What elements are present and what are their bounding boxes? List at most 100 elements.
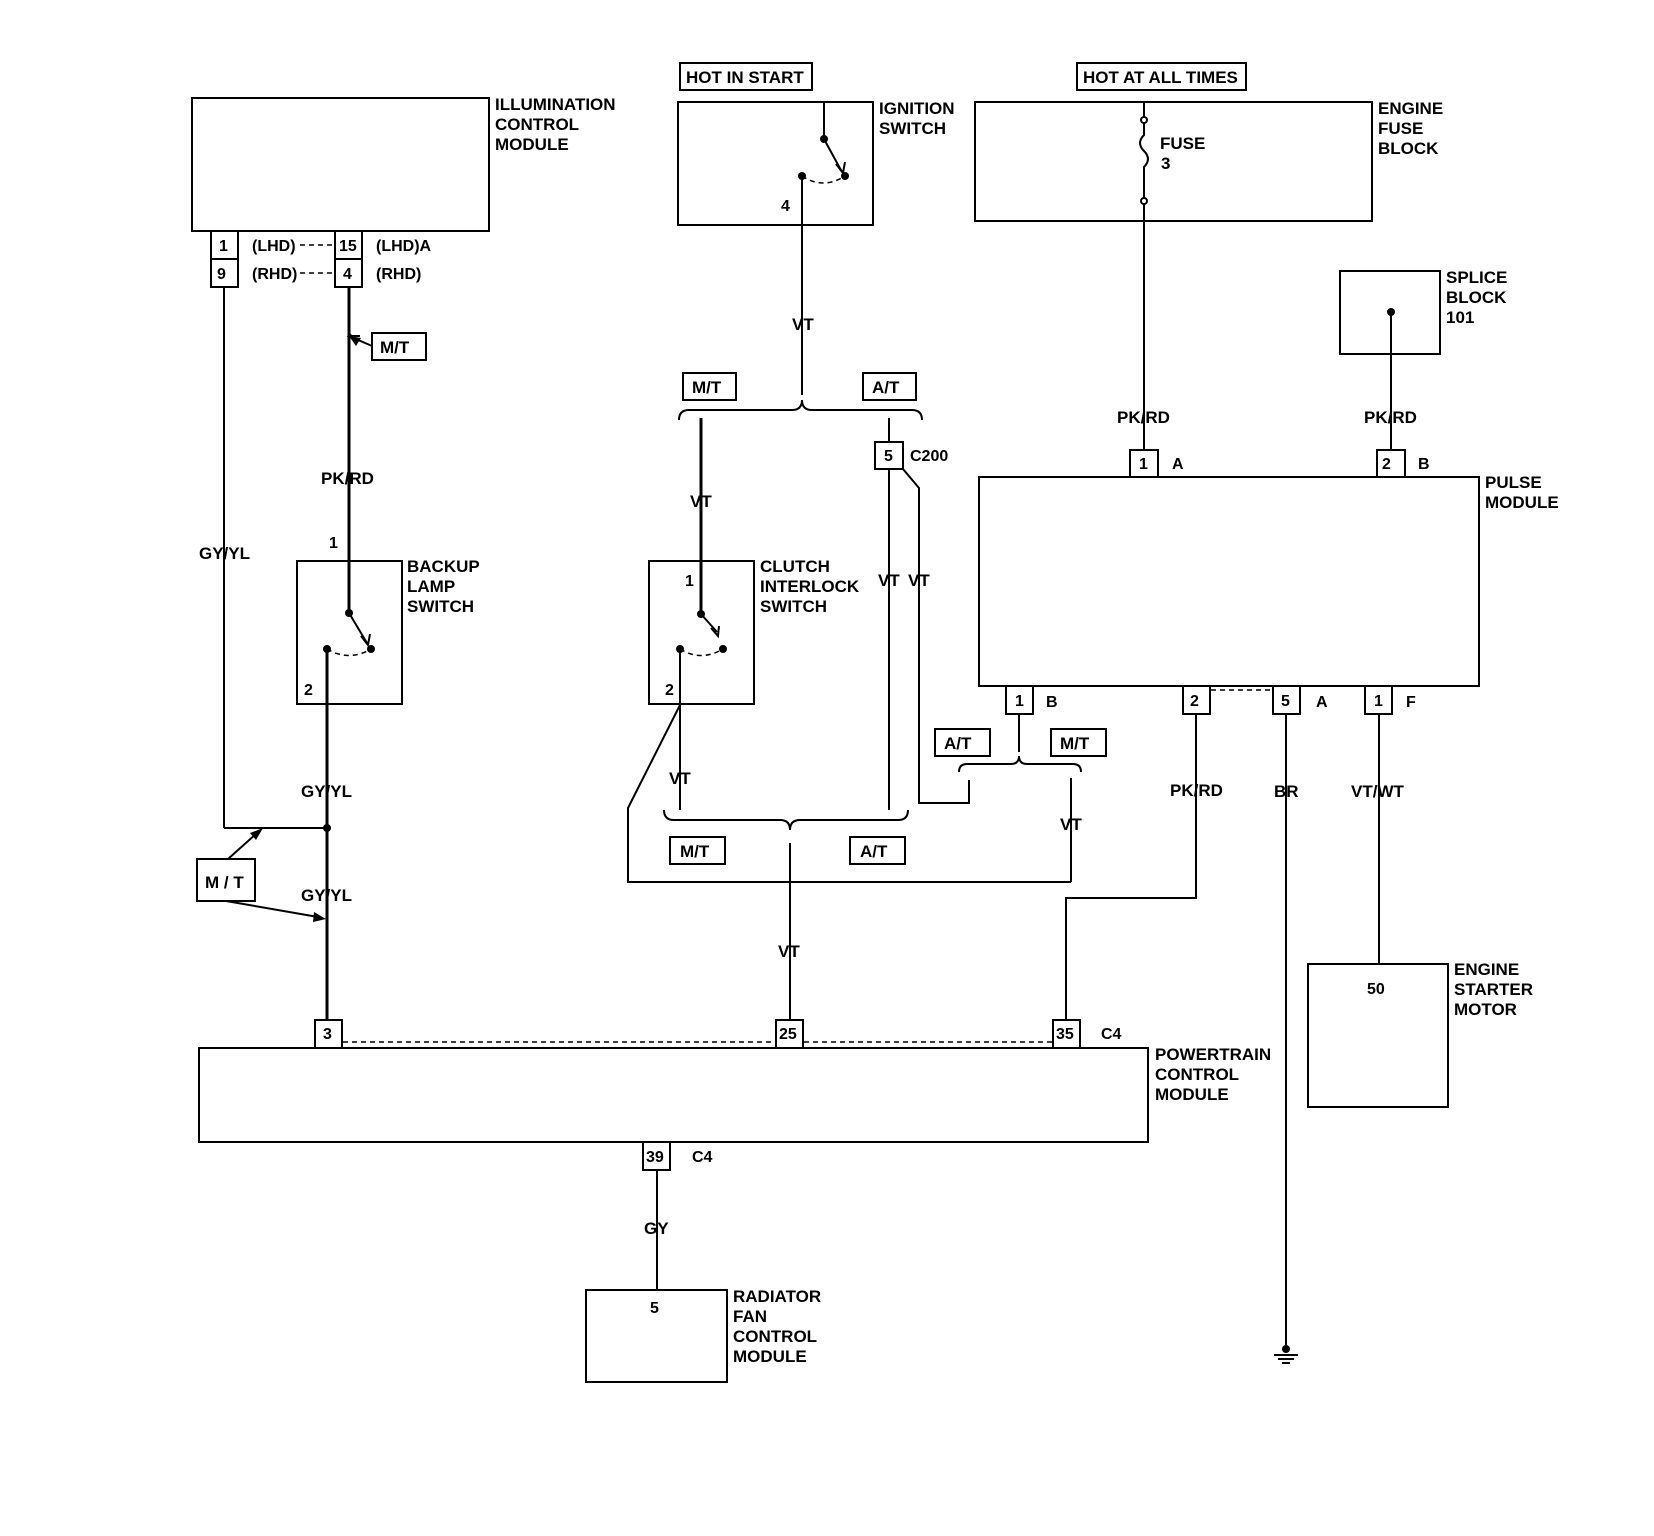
fuse-3-label: FUSE 3	[1160, 134, 1210, 173]
pulse-pin-1f	[1364, 685, 1393, 715]
wire-vt-ignition: VT	[792, 315, 814, 334]
clutch-pin-2-label: 2	[665, 682, 674, 699]
clutch-pin-1-label: 1	[685, 573, 694, 590]
option-at-bottom: A/T	[860, 842, 888, 861]
pcm-pin-35	[1052, 1019, 1081, 1049]
wire-gy-yl-backup: GY/YL	[301, 782, 352, 801]
icm-pin-9-label: 9	[217, 266, 226, 283]
wire-gy-yl-icm: GY/YL	[199, 544, 250, 563]
illumination-control-module-label: ILLUMINATION CONTROL MODULE	[495, 95, 620, 154]
wire-vt-pcm: VT	[778, 942, 800, 961]
option-mt-bottom: M/T	[680, 842, 710, 861]
icm-rhd-label: (RHD)	[252, 266, 297, 283]
pulse-pin-1f-label: 1	[1374, 693, 1383, 710]
pulse-pin-2	[1182, 685, 1211, 715]
icm-pin-1-label: 1	[219, 238, 228, 255]
ground-icon	[1274, 1354, 1298, 1364]
option-mt-icm: M/T	[380, 338, 410, 357]
wire-gy-radiator: GY	[644, 1219, 669, 1238]
powertrain-control-module-box	[198, 1047, 1149, 1143]
hot-in-start-label: HOT IN START	[686, 68, 804, 87]
engine-fuse-block-box	[974, 101, 1373, 222]
wire-pk-rd-splice: PK/RD	[1364, 408, 1417, 427]
pulse-pin-5a-label: 5	[1281, 693, 1290, 710]
option-mt-pulse-box	[1050, 728, 1107, 757]
wire-pk-rd-pulse: PK/RD	[1170, 781, 1223, 800]
ignition-switch-box	[677, 101, 874, 226]
pulse-module-box	[978, 476, 1480, 687]
c200-label: C200	[910, 448, 948, 465]
option-mt-bottom-box	[669, 836, 726, 865]
pcm-pin-25-label: 25	[779, 1026, 797, 1043]
option-mt-left-box	[196, 858, 256, 902]
radiator-pin-5-label: 5	[650, 1300, 659, 1317]
hot-at-all-times-box	[1076, 62, 1247, 91]
pcm-pin-3-label: 3	[323, 1026, 332, 1043]
pulse-pin-2b-label: 2	[1382, 456, 1391, 473]
wire-vt-at-1: VT	[878, 571, 900, 590]
option-mt-icm-box	[371, 332, 427, 361]
ignition-switch-label: IGNITION SWITCH	[879, 99, 959, 138]
radiator-fan-control-module-box	[585, 1289, 728, 1383]
icm-rhd-label-right: (RHD)	[376, 266, 421, 283]
powertrain-control-module-label: POWERTRAIN CONTROL MODULE	[1155, 1045, 1276, 1104]
pcm-pin-39	[642, 1141, 671, 1171]
pcm-pin-3	[314, 1019, 343, 1049]
wire-gy-yl-pcm: GY/YL	[301, 886, 352, 905]
splice-block-label: SPLICE BLOCK 101	[1446, 268, 1512, 327]
clutch-interlock-switch-box	[648, 560, 755, 705]
option-mt-left: M / T	[205, 873, 244, 892]
option-mt-top: M/T	[692, 378, 722, 397]
wire-vt-at-2: VT	[908, 571, 930, 590]
option-at-pulse: A/T	[944, 734, 972, 753]
option-at-top: A/T	[872, 378, 900, 397]
engine-starter-motor-box	[1307, 963, 1449, 1108]
radiator-fan-control-module-label: RADIATOR FAN CONTROL MODULE	[733, 1287, 826, 1366]
pulse-pin-1b-label: 1	[1015, 693, 1024, 710]
backup-pin-1-label: 1	[329, 535, 338, 552]
option-mt-pulse: M/T	[1060, 734, 1090, 753]
wire-br-ground: BR	[1274, 782, 1299, 801]
pulse-pin-1a-label: 1	[1139, 456, 1148, 473]
wire-vt-mt-right: VT	[1060, 815, 1082, 834]
option-mt-top-box	[682, 372, 737, 401]
wire-pk-rd-icm: PK/RD	[321, 469, 374, 488]
option-at-bottom-box	[849, 836, 906, 865]
wire-vt-wt: VT/WT	[1351, 782, 1404, 801]
ignition-pin-4-label: 4	[781, 198, 790, 215]
c200-pin-5-label: 5	[884, 448, 893, 465]
pcm-c4-label: C4	[1101, 1026, 1122, 1043]
clutch-interlock-switch-label: CLUTCH INTERLOCK SWITCH	[760, 557, 864, 616]
pcm-c4-bottom-label: C4	[692, 1149, 713, 1166]
hot-in-start-box	[679, 62, 813, 91]
icm-lhd-a-label: (LHD)A	[376, 238, 432, 255]
icm-lhd-label: (LHD)	[252, 238, 296, 255]
engine-starter-motor-label: ENGINE STARTER MOTOR	[1454, 960, 1538, 1019]
pulse-pin-2b-letter: B	[1418, 456, 1430, 473]
option-at-pulse-box	[934, 728, 991, 757]
pulse-pin-1b-letter: B	[1046, 694, 1058, 711]
option-at-top-box	[862, 372, 917, 401]
pcm-pin-35-label: 35	[1056, 1026, 1074, 1043]
pulse-pin-1a-letter: A	[1172, 456, 1184, 473]
wire-vt-clutch-out: VT	[669, 769, 691, 788]
backup-lamp-switch-label: BACKUP LAMP SWITCH	[407, 557, 484, 616]
pcm-pin-39-label: 39	[646, 1149, 664, 1166]
backup-pin-2-label: 2	[304, 682, 313, 699]
pulse-pin-1a	[1129, 449, 1159, 478]
wire-vt-clutch-in: VT	[690, 492, 712, 511]
pulse-module-label: PULSE MODULE	[1485, 473, 1559, 512]
illumination-control-module-box	[191, 97, 490, 232]
engine-fuse-block-label: ENGINE FUSE BLOCK	[1378, 99, 1448, 158]
pulse-pin-2-label: 2	[1190, 693, 1199, 710]
pulse-pin-1f-letter: F	[1406, 694, 1416, 711]
pulse-pin-2b	[1376, 449, 1406, 478]
pcm-pin-25	[775, 1019, 804, 1049]
icm-pin-15-label: 15	[339, 238, 357, 255]
starter-pin-50-label: 50	[1367, 981, 1385, 998]
wire-pk-rd-fuse: PK/RD	[1117, 408, 1170, 427]
ground-splice-dot	[1282, 1345, 1290, 1353]
icm-pin-4-label: 4	[343, 266, 352, 283]
hot-at-all-times-label: HOT AT ALL TIMES	[1083, 68, 1238, 87]
